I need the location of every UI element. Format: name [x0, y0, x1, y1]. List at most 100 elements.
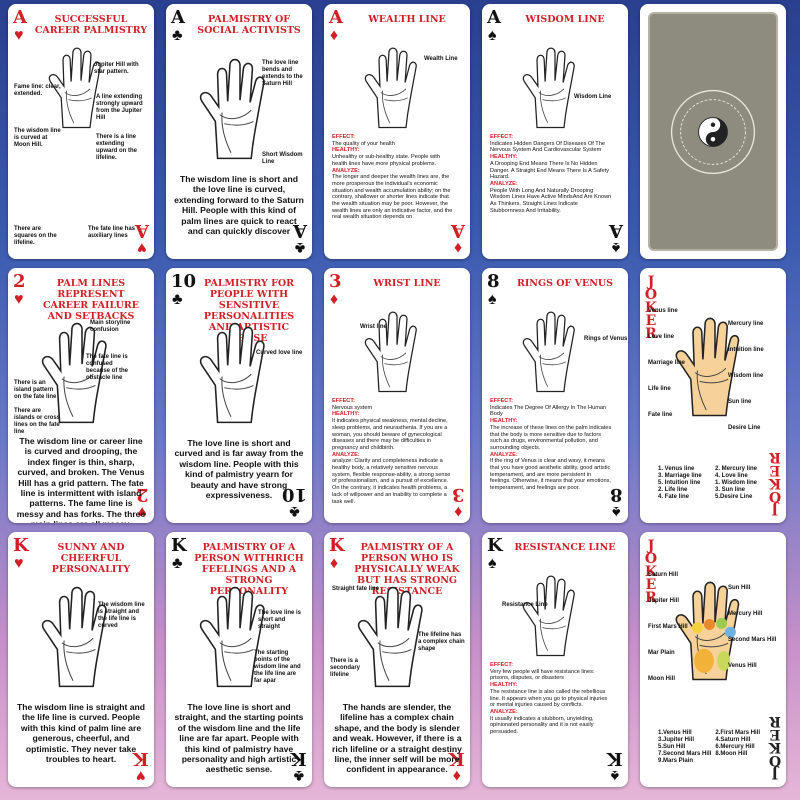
section-text: Nervous system: [332, 404, 373, 411]
joker-label: JOKER: [767, 716, 783, 781]
palm-label: Second Mars Hill: [728, 637, 777, 643]
palm-diagram: [510, 306, 600, 396]
section-heading: ANALYZE:: [490, 180, 518, 187]
palm-annotation: The lifeline has a complex chain shape: [418, 632, 465, 652]
palm-annotation: Short Wisdom Line: [262, 152, 303, 165]
suit-icon: ♠: [488, 27, 497, 44]
joker-label: JOKER: [767, 452, 783, 517]
card-rank: K: [171, 535, 187, 556]
palm-diagram: [660, 550, 770, 710]
card-back-pattern: [648, 12, 778, 251]
palm-diagram: [184, 48, 296, 168]
card-corner-bottom: ♠A: [609, 220, 623, 256]
section-heading: ANALYZE:: [490, 451, 518, 458]
suit-icon: ♥: [14, 27, 24, 44]
palm-diagram: [184, 576, 296, 696]
suit-icon: ♥: [14, 291, 24, 308]
card-corner-bottom: ♠8: [610, 484, 623, 520]
section-heading: HEALTHY:: [490, 418, 518, 425]
palm-annotation: The fate line has auxiliary lines: [88, 226, 136, 239]
card-rank: A: [329, 7, 343, 28]
joker-label: JOKER: [643, 274, 659, 339]
card-title: SUNNY AND CHEERFUL PERSONALITY: [51, 542, 131, 575]
palm-label: Fate line: [648, 412, 673, 418]
legend-item: 4.Saturn Hill: [715, 737, 751, 743]
card-title: RINGS OF VENUS: [516, 278, 614, 289]
card-rank: 8: [487, 271, 500, 292]
hand-outline-icon: [199, 58, 265, 160]
legend-item: 5. Intuition line: [658, 480, 701, 486]
legend-item: 5.Sun Hill: [658, 744, 686, 750]
hand-outline-icon: [675, 317, 740, 417]
section-text: Indicates The Degree Of Allergy In The H…: [490, 404, 607, 418]
palm-diagram: [36, 42, 126, 132]
card-description: The wisdom line is short and the love li…: [174, 174, 304, 237]
hand-outline-icon: [522, 311, 575, 393]
section-heading: ANALYZE:: [332, 451, 360, 458]
section-heading: ANALYZE:: [332, 167, 360, 174]
suit-icon: ♣: [172, 555, 183, 572]
section-text: Indicates Hidden Dangers Of Diseases Of …: [490, 140, 605, 154]
suit-icon: ♠: [611, 239, 621, 256]
legend-item: 9.Mars Plain: [658, 758, 694, 764]
suit-icon: ♦: [330, 27, 339, 44]
legend-item: 2. Life line: [658, 487, 688, 493]
palm-label: Jupiter Hill: [648, 598, 680, 604]
palm-annotation: The love line is short and straight: [258, 610, 302, 630]
palm-diagram: [184, 312, 296, 432]
card-rank: 3: [452, 484, 465, 505]
card-title: RESISTANCE LINE: [514, 542, 616, 553]
palm-label: Marriage line: [648, 360, 686, 366]
section-heading: EFFECT:: [490, 662, 513, 668]
card-title: WRIST LINE: [373, 278, 441, 289]
section-heading: EFFECT:: [332, 134, 355, 140]
card-corner-bottom: ♥A: [135, 220, 149, 256]
palm-label: Intuition line: [728, 347, 764, 353]
palm-annotation: Curved love line: [256, 350, 303, 356]
palm-annotation: Wisdom Line: [574, 94, 612, 100]
legend-item: 2.First Mars Hill: [715, 730, 761, 736]
palm-label: Desire Line: [728, 425, 761, 431]
card-details: EFFECT:Very few people will have resista…: [490, 662, 612, 736]
palm-diagram: [352, 42, 442, 132]
legend-item: 1. Venus line: [658, 466, 695, 472]
card-description: The love line is short and curved and is…: [174, 438, 304, 501]
legend-item: 7.Second Mars Hill: [658, 751, 712, 757]
palm-label: Life line: [648, 386, 671, 392]
palm-annotation: The love line bends and extends to the S…: [262, 60, 303, 87]
suit-icon: ♣: [172, 291, 183, 308]
palm-annotation: The starting points of the wisdom line a…: [254, 650, 301, 684]
suit-icon: ♦: [330, 555, 339, 572]
palm-annotation: Main storyline confusion: [90, 320, 131, 333]
palm-annotation: A line extending strongly upward from th…: [96, 94, 143, 121]
legend-item: 4. Love line: [715, 473, 748, 479]
card-title: PALMISTRY OF SOCIAL ACTIVISTS: [197, 14, 301, 36]
suit-icon: ♥: [136, 767, 146, 784]
palm-annotation: There is a secondary lifeline: [330, 658, 361, 678]
palm-diagram: [342, 576, 454, 696]
card-title: SUCCESSFUL CAREER PALMISTRY: [34, 14, 148, 36]
palm-label: Mercury line: [728, 321, 764, 327]
card-back[interactable]: [640, 4, 786, 259]
card-corner-bottom: ♦A: [451, 220, 465, 256]
suit-icon: ♥: [14, 555, 24, 572]
palm-label: Mar Plain: [648, 650, 675, 656]
palm-annotation: Rings of Venus: [584, 336, 628, 342]
section-text: The increase of these lines on the palm …: [490, 424, 612, 451]
legend-item: 1.Venus Hill: [658, 730, 692, 736]
